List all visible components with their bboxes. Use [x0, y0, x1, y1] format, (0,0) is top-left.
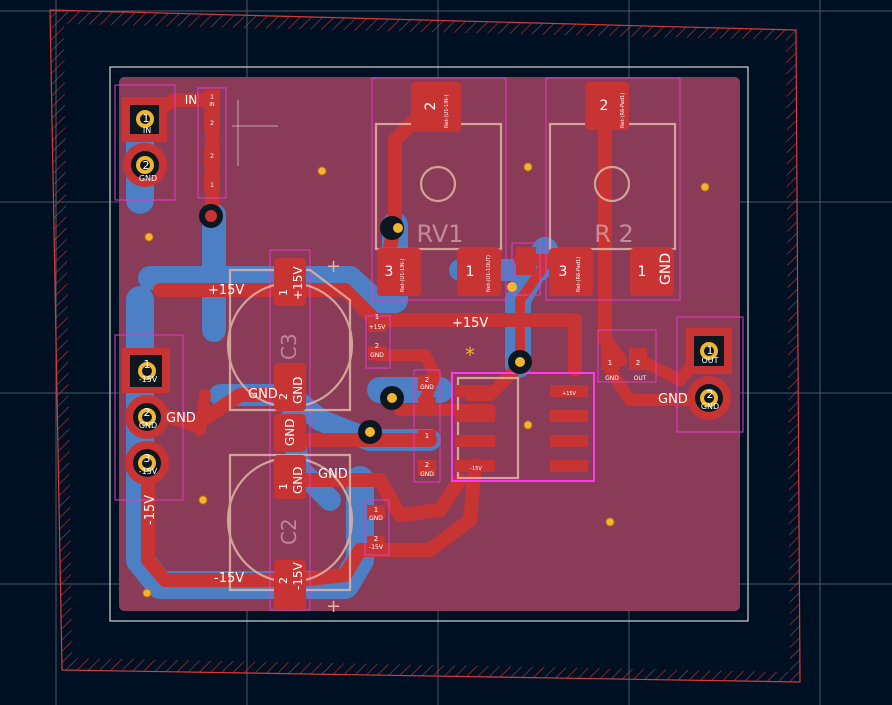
svg-text:GND: GND: [166, 411, 196, 426]
j-pwr-pin1-number: 1: [144, 358, 151, 371]
u1-pin1-marker: *: [465, 343, 475, 367]
svg-text:2: 2: [374, 535, 378, 543]
svg-text:-15V: -15V: [143, 495, 158, 525]
svg-text:3: 3: [385, 264, 394, 280]
svg-text:1: 1: [277, 483, 290, 490]
svg-text:2: 2: [144, 406, 151, 419]
resistor-r1-pads[interactable]: 1 IN 2 2 1: [204, 90, 220, 192]
capacitor-c3[interactable]: 1 +15V C3 + 2 GND: [274, 256, 341, 411]
svg-text:2: 2: [375, 342, 379, 350]
j-in-pin1-net: IN: [143, 126, 151, 135]
gnd-shared-label: GND: [283, 418, 297, 446]
svg-text:-15V: -15V: [291, 561, 305, 590]
svg-text:GND: GND: [658, 253, 674, 285]
svg-text:2: 2: [600, 98, 609, 114]
svg-text:1: 1: [210, 182, 214, 189]
courtyard-outlines: [114, 77, 744, 611]
j-pwr-pin1-net: -15V: [139, 375, 158, 384]
svg-text:1: 1: [375, 313, 379, 321]
j-in-pin2-number: 2: [143, 159, 150, 172]
svg-text:GND: GND: [369, 515, 383, 522]
potentiometer-r2[interactable]: R 2 3 Net-(R6-Pad1) 2 Net-(R6-Pad1) 1 GN…: [549, 82, 674, 296]
svg-text:3: 3: [559, 264, 568, 280]
board-outline: [109, 66, 749, 622]
svg-text:2: 2: [636, 359, 640, 367]
svg-text:OUT: OUT: [701, 356, 718, 365]
svg-text:2: 2: [707, 388, 714, 401]
j-in-pin2-net: GND: [139, 174, 157, 183]
connector-input[interactable]: 1 IN 2 GND: [122, 97, 167, 187]
svg-text:GND: GND: [139, 421, 157, 430]
trace-label-in: IN: [185, 93, 198, 107]
svg-text:Net-(R6-Pad1): Net-(R6-Pad1): [576, 257, 582, 292]
svg-text:C3: C3: [277, 333, 301, 360]
svg-text:GND: GND: [291, 466, 305, 494]
svg-text:-15V: -15V: [214, 571, 244, 586]
op-amp-u1[interactable]: +15V -15V *: [455, 343, 588, 472]
svg-text:1: 1: [466, 264, 475, 280]
svg-text:+15V: +15V: [562, 391, 577, 397]
svg-text:2: 2: [210, 120, 214, 127]
svg-text:-15V: -15V: [139, 467, 158, 476]
svg-text:2: 2: [425, 461, 429, 469]
svg-text:GND: GND: [248, 387, 278, 402]
svg-text:1: 1: [425, 432, 429, 440]
svg-text:Net-(U1-1IN-): Net-(U1-1IN-): [444, 95, 450, 128]
svg-text:GND: GND: [291, 376, 305, 404]
rv1-ref: RV1: [416, 220, 463, 248]
svg-text:-15V: -15V: [369, 544, 384, 551]
cursor-crosshair: [232, 100, 278, 166]
svg-text:+: +: [326, 256, 341, 277]
svg-text:Net-(R6-Pad1): Net-(R6-Pad1): [620, 93, 626, 128]
svg-text:+15V: +15V: [208, 283, 244, 298]
svg-text:GND: GND: [370, 352, 384, 359]
connector-power[interactable]: 1 -15V 2 GND 3 -15V: [122, 348, 170, 485]
svg-text:GND: GND: [420, 471, 434, 478]
svg-text:3: 3: [144, 452, 151, 465]
svg-text:Net-(U1-1OUT): Net-(U1-1OUT): [486, 255, 492, 292]
svg-text:IN: IN: [209, 102, 214, 108]
capacitor-c2[interactable]: 1 GND C2 + 2 -15V: [274, 455, 341, 617]
svg-text:GND: GND: [701, 402, 719, 411]
svg-text:OUT: OUT: [634, 375, 647, 382]
potentiometer-rv1[interactable]: RV1 3 Net-(U1-1IN-) 2 Net-(U1-1IN-) 1 Ne…: [377, 82, 501, 296]
j-in-pin1-number: 1: [143, 112, 150, 125]
svg-text:GND: GND: [605, 375, 619, 382]
svg-text:2: 2: [277, 393, 290, 400]
svg-text:+15V: +15V: [291, 266, 305, 300]
r2-ref: R 2: [594, 220, 634, 248]
trace-vias: [199, 204, 532, 444]
svg-text:GND: GND: [420, 384, 434, 391]
svg-text:2: 2: [210, 153, 214, 160]
svg-text:GND: GND: [658, 392, 688, 407]
svg-text:2: 2: [423, 102, 439, 111]
keepout-zone: [49, 9, 801, 683]
svg-text:2: 2: [277, 577, 290, 584]
svg-text:1: 1: [608, 359, 612, 367]
net-labels: +15V +15V GND GND GND -15V GND -15V: [143, 283, 688, 586]
svg-text:1: 1: [707, 344, 714, 357]
svg-text:1: 1: [638, 264, 647, 280]
connector-output[interactable]: 1 OUT 2 GND: [686, 328, 732, 420]
svg-text:GND: GND: [318, 467, 348, 482]
svg-text:1: 1: [374, 506, 378, 514]
svg-text:+15V: +15V: [369, 324, 387, 331]
svg-text:1: 1: [210, 94, 214, 101]
svg-text:2: 2: [425, 376, 429, 384]
gnd-pad-shared: [274, 414, 306, 452]
svg-text:1: 1: [277, 289, 290, 296]
svg-text:+: +: [326, 596, 341, 617]
svg-text:C2: C2: [277, 518, 301, 545]
smd-passives[interactable]: 1 +15V 2 GND 1 GND 2 -15V 2 GND 1 2 GND …: [367, 247, 647, 551]
svg-text:+15V: +15V: [452, 316, 488, 331]
svg-text:-15V: -15V: [470, 466, 482, 472]
svg-text:Net-(U1-1IN-): Net-(U1-1IN-): [400, 259, 406, 292]
